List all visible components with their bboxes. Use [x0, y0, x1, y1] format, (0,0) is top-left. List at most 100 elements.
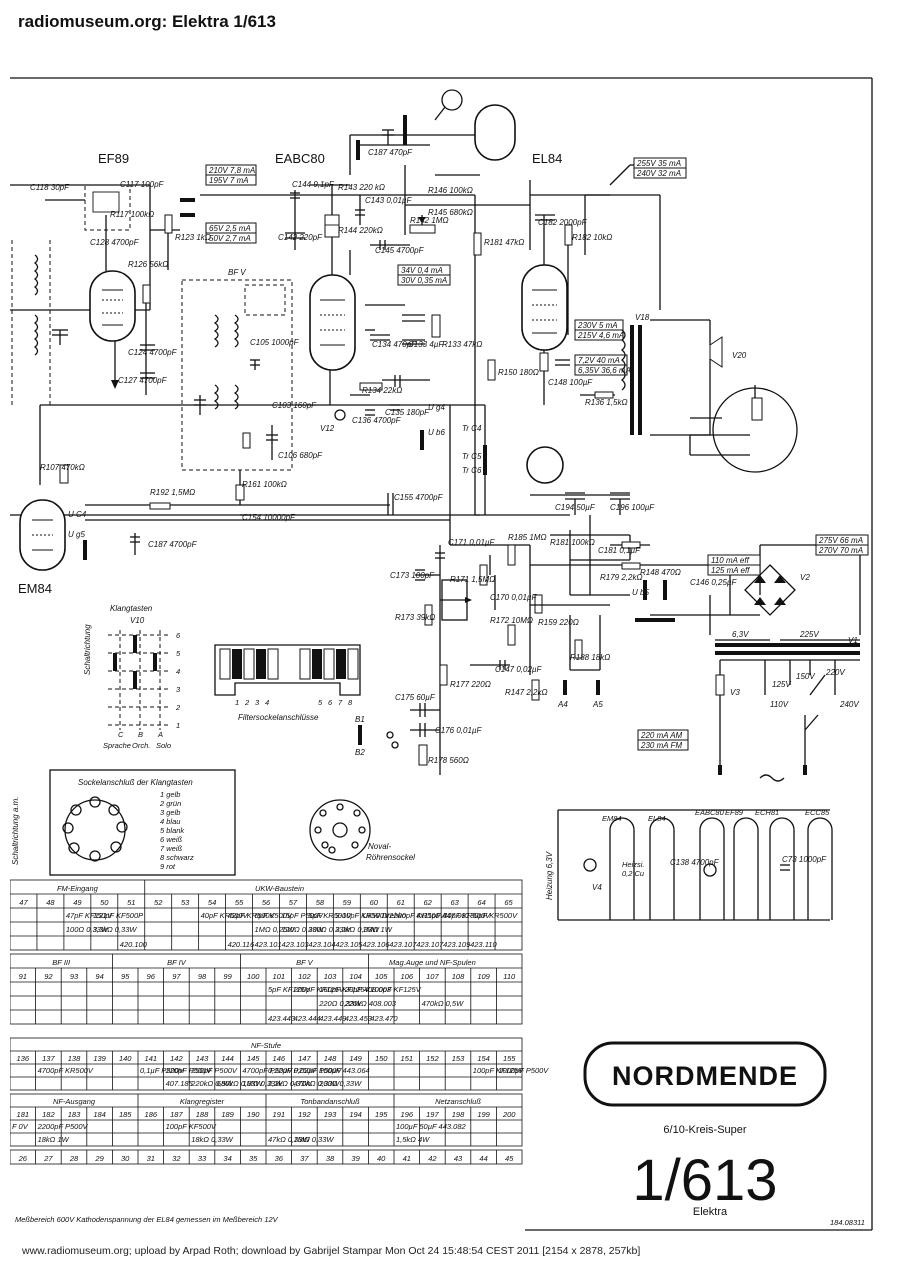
table1-cell: 15pF P500V	[281, 911, 324, 920]
table2-number: 97	[172, 972, 181, 981]
ub5-label: U b5	[632, 588, 649, 597]
bottom-number: 33	[198, 1154, 207, 1163]
klangtasten-label: Klangtasten	[110, 604, 153, 613]
component-label: R178 560Ω	[428, 756, 469, 765]
table2-number: 92	[44, 972, 53, 981]
switch-row-number: 2	[175, 703, 181, 712]
table3-cell: 4700pF KR500V	[38, 1066, 94, 1075]
noval-label: Noval-	[368, 842, 391, 851]
table1-number: 62	[424, 898, 433, 907]
em84-label: EM84	[18, 581, 52, 596]
table4-cell: 100pF KF500V	[166, 1122, 217, 1131]
table2-cell: 200pF KF125V	[293, 985, 345, 994]
component-label: R134 22kΩ	[362, 386, 402, 395]
bf-v-block: BF V	[181, 268, 293, 505]
ug5-label: U g5	[68, 530, 85, 539]
table2-number: 94	[95, 972, 103, 981]
component-label: R182 10kΩ	[572, 233, 612, 242]
table3-cell: 220pF P500V	[165, 1066, 213, 1075]
tr-c5-label: Tr C5	[462, 452, 482, 461]
table1-number: 59	[343, 898, 352, 907]
table4-number: 191	[273, 1110, 286, 1119]
bottom-number: 39	[351, 1154, 360, 1163]
sockel-title: Sockelanschluß der Klangtasten	[78, 778, 193, 787]
table2-number: 100	[247, 972, 260, 981]
table3-cell: 250pF P500V	[190, 1066, 238, 1075]
brand-logo-frame	[583, 1041, 827, 1107]
component-label: R126 56kΩ	[128, 260, 168, 269]
v3-label: V3	[730, 688, 740, 697]
component-label: C146 0,25µF	[690, 578, 738, 587]
table2-number: 109	[477, 972, 490, 981]
bottom-number: 43	[454, 1154, 463, 1163]
table1-cell: UKW Drehko	[362, 911, 406, 920]
sockel-item: 9 rot	[160, 862, 176, 871]
component-label: R171 1,5MΩ	[450, 575, 495, 584]
table4-number: 183	[68, 1110, 81, 1119]
brand-block: NORDMENDE 6/10-Kreis-Super 1/613 Elektra…	[583, 1041, 865, 1227]
table4-number: 186	[145, 1110, 158, 1119]
em84-tube	[19, 499, 66, 571]
voltage-text: 255V 35 mA	[636, 159, 681, 168]
table4-number: 184	[93, 1110, 106, 1119]
table4-number: 193	[324, 1110, 337, 1119]
table4-header: Tonbandanschluß	[300, 1097, 360, 1106]
component-label: R144 220kΩ	[338, 226, 383, 235]
key-number: 1	[235, 698, 239, 707]
sockel-item: 3 gelb	[160, 808, 180, 817]
col-c-label: C	[118, 730, 124, 739]
table1-frame	[10, 879, 523, 951]
table1-cell: 42pF KR500V	[228, 911, 276, 920]
voltage-text: 220 mA AM	[640, 731, 683, 740]
component-label: C171 0,01µF	[448, 538, 496, 547]
table2-cell: 220Ω 0,33W	[318, 999, 362, 1008]
table3-number: 136	[17, 1054, 30, 1063]
orch-label: Orch.	[132, 741, 150, 750]
component-label: R142 1MΩ	[410, 216, 449, 225]
component-label: C105 1000pF	[250, 338, 300, 347]
component-label: R179 2,2kΩ	[600, 573, 643, 582]
heater-chain: Heizung 6,3V V4 EM84 EL84 EABC80 EF89 EC…	[545, 808, 833, 921]
component-label: R181 100kΩ	[550, 538, 595, 547]
v-225-label: 225V	[799, 630, 819, 639]
nf-stage-lower: B1 B2 A4 A5	[355, 541, 650, 775]
solo-label: Solo	[156, 741, 171, 750]
table1-number: 58	[316, 898, 325, 907]
component-label: R150 180Ω	[498, 368, 539, 377]
table2-header: BF III	[52, 958, 70, 967]
table2-number: 101	[273, 972, 286, 981]
key-number: 5	[318, 698, 323, 707]
pilot-lamp-icon	[441, 89, 463, 111]
voltage-text: 34V 0,4 mA	[401, 266, 443, 275]
component-label: C143 0,01µF	[365, 196, 413, 205]
component-label: C173 100pF	[390, 571, 435, 580]
bottom-number: 45	[505, 1154, 514, 1163]
table1-cell: 30pF KR500V	[470, 911, 518, 920]
el84-stage: EL84	[473, 151, 615, 405]
table1-cell: 5pF KR500V	[308, 911, 352, 920]
table2-number: 104	[349, 972, 362, 981]
voltage-boxes-left: 210V 7,8 mA 195V 7 mA 65V 2,5 mA 50V 2,7…	[205, 164, 451, 286]
table2-ref: 423.444	[294, 1014, 321, 1023]
table1-cell: 120Ω 0,33W	[281, 925, 324, 934]
table2-number: 93	[70, 972, 79, 981]
model-number: 1/613	[632, 1148, 777, 1213]
bottom-number: 28	[69, 1154, 79, 1163]
table2-ref: 423.443	[268, 1014, 296, 1023]
sockel-item: 1 gelb	[160, 790, 180, 799]
table1-ref: 423.103	[281, 940, 309, 949]
sockel-item: 5 blank	[160, 826, 185, 835]
table4-cell: 18kΩ 1W	[38, 1135, 70, 1144]
v-110-label: 110V	[770, 700, 789, 709]
table3-cell: 220kΩ 0,5W	[190, 1079, 233, 1088]
table3-number: 150	[375, 1054, 388, 1063]
table1-number: 51	[127, 898, 135, 907]
table4-number: 190	[247, 1110, 260, 1119]
bottom-number: 41	[403, 1154, 411, 1163]
schaltrichtung-am-label: Schaltrichtung a.m.	[11, 797, 20, 865]
component-label: C194 50µF	[555, 503, 596, 512]
heater-tube-label: EF89	[725, 808, 744, 817]
eabc80-label: EABC80	[275, 151, 325, 166]
table4-header: Klangregister	[180, 1097, 225, 1106]
table4-cell: 47kΩ 0,33W	[268, 1135, 310, 1144]
